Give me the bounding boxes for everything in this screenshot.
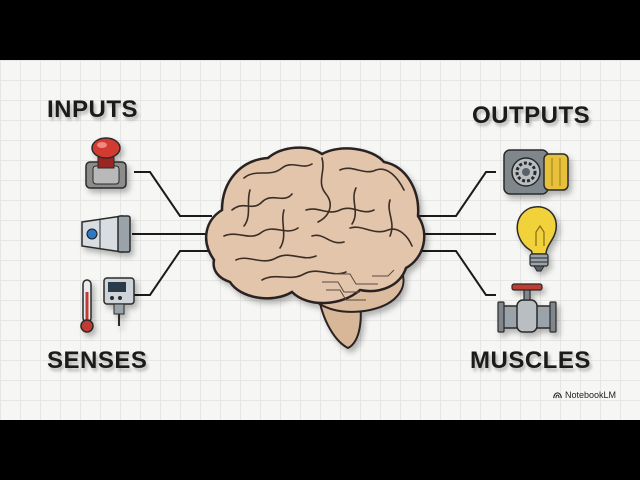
connector-input-bottom xyxy=(134,250,212,296)
connector-output-top xyxy=(418,171,496,217)
brain-folds xyxy=(223,157,413,281)
watermark: NotebookLM xyxy=(553,390,616,400)
watermark-text: NotebookLM xyxy=(565,390,617,400)
connector-output-bottom xyxy=(418,250,496,296)
brain-icon xyxy=(205,146,426,350)
label-muscles: MUSCLES xyxy=(470,347,591,374)
light-bulb-icon xyxy=(516,205,557,272)
brain-circuit xyxy=(322,269,395,301)
connector-input-top xyxy=(134,171,212,217)
label-senses: SENSES xyxy=(47,347,148,374)
label-outputs: OUTPUTS xyxy=(472,102,591,129)
label-inputs: INPUTS xyxy=(47,96,139,123)
proximity-sensor-icon xyxy=(81,215,131,253)
motor-gear-icon xyxy=(503,149,569,195)
brain-cerebrum xyxy=(205,146,426,305)
slide-canvas: INPUTS OUTPUTS SENSES MUSCLES NotebookLM xyxy=(0,60,640,420)
valve-icon xyxy=(497,283,557,333)
notebooklm-logo-icon xyxy=(553,391,562,398)
connector-lines xyxy=(132,171,496,296)
thermometer-sensor-icon xyxy=(80,277,135,333)
push-button-icon xyxy=(85,137,127,189)
diagram-art xyxy=(80,137,569,350)
